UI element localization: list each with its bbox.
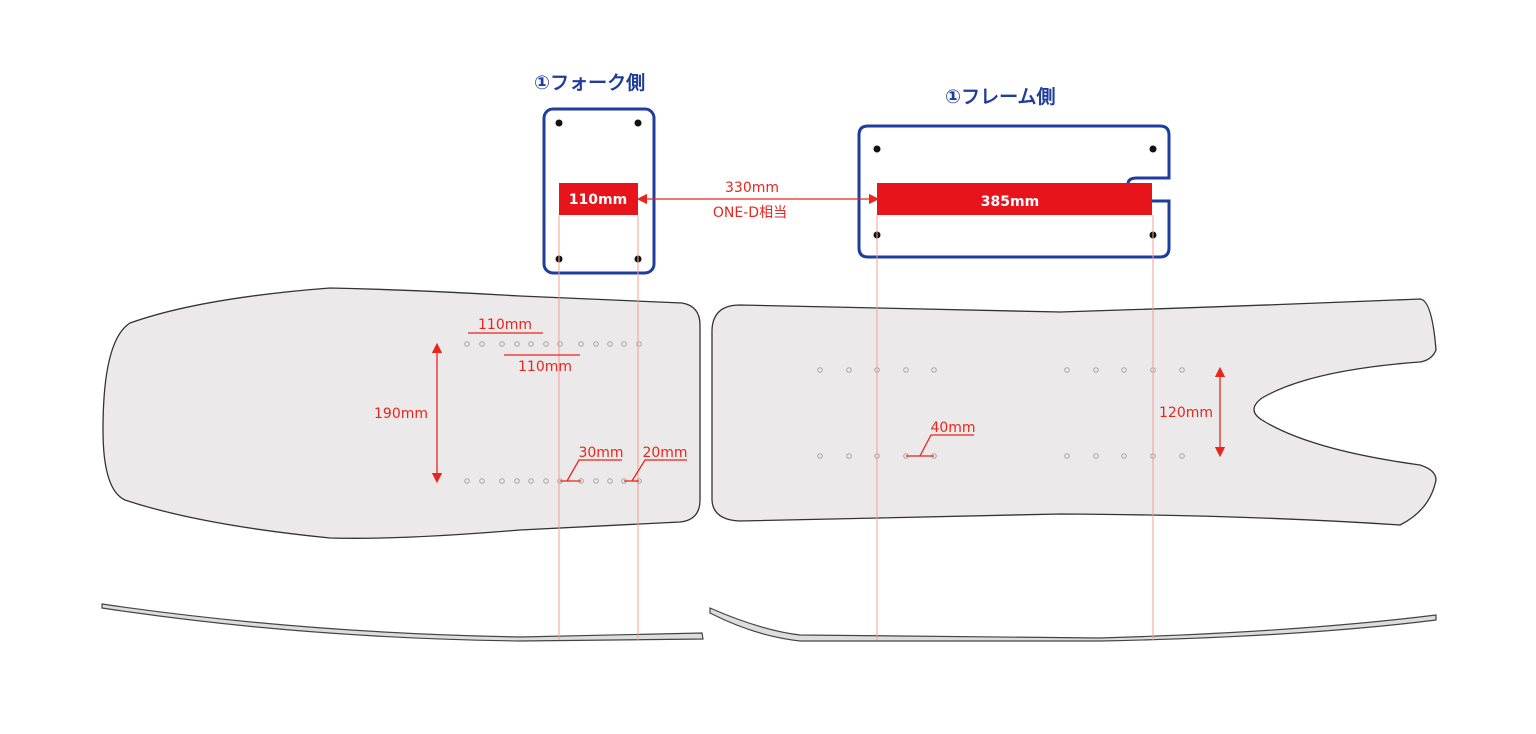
mounting-hole	[1093, 367, 1099, 373]
mounting-hole	[528, 478, 534, 484]
mounting-hole	[1179, 367, 1185, 373]
dim-40-leader	[906, 434, 974, 457]
mounting-hole	[1121, 367, 1127, 373]
mounting-hole	[557, 341, 563, 347]
mounting-hole	[464, 341, 470, 347]
mounting-hole	[479, 341, 485, 347]
mounting-hole	[621, 341, 627, 347]
mounting-hole	[1121, 453, 1127, 459]
frame-bar-label: 385mm	[981, 194, 1039, 210]
mounting-hole	[607, 341, 613, 347]
mounting-hole	[578, 341, 584, 347]
mounting-hole	[499, 478, 505, 484]
fork-side-bar	[559, 183, 638, 215]
front-deck	[102, 287, 701, 539]
mounting-hole	[817, 367, 823, 373]
mounting-hole	[1064, 367, 1070, 373]
mounting-hole	[846, 453, 852, 459]
mounting-hole	[1179, 453, 1185, 459]
mounting-hole	[607, 478, 613, 484]
mounting-hole	[817, 453, 823, 459]
mounting-hole	[593, 478, 599, 484]
mounting-hole	[636, 341, 642, 347]
span-distance-label: 330mm	[725, 180, 779, 196]
fork-side-title: ①フォーク側	[534, 72, 645, 94]
mounting-hole	[543, 478, 549, 484]
fork-bar-label: 110mm	[569, 192, 627, 208]
mounting-hole	[514, 478, 520, 484]
front-dim-offset-label: 110mm	[518, 359, 572, 375]
alignment-guides	[558, 215, 1154, 640]
mounting-hole	[499, 341, 505, 347]
rear-dim-spacing-label: 40mm	[930, 420, 975, 436]
mounting-hole	[464, 478, 470, 484]
mounting-hole	[528, 341, 534, 347]
mounting-hole	[593, 341, 599, 347]
rear-deck-profile	[709, 607, 1437, 642]
mounting-hole	[514, 341, 520, 347]
dim-30-leader	[560, 459, 622, 482]
frame-plate-bolts	[873, 145, 1157, 239]
mounting-hole	[479, 478, 485, 484]
front-dim-top-label: 110mm	[478, 317, 532, 333]
mounting-hole	[846, 367, 852, 373]
mounting-holes	[464, 341, 1185, 484]
mounting-hole	[1064, 453, 1070, 459]
mounting-hole	[903, 367, 909, 373]
dim-20-leader	[624, 459, 687, 482]
frame-side-bar	[877, 183, 1152, 215]
rear-dim-width-label: 120mm	[1159, 405, 1213, 421]
front-dim-width-label: 190mm	[374, 406, 428, 422]
frame-side-title: ①フレーム側	[945, 86, 1056, 108]
mounting-hole	[543, 341, 549, 347]
front-deck-profile	[101, 603, 704, 642]
rear-deck	[711, 298, 1437, 526]
front-dim-20-label: 20mm	[642, 445, 687, 461]
mounting-hole	[1093, 453, 1099, 459]
mounting-hole	[931, 367, 937, 373]
front-dim-30-label: 30mm	[578, 445, 623, 461]
span-note-label: ONE-D相当	[713, 205, 787, 221]
